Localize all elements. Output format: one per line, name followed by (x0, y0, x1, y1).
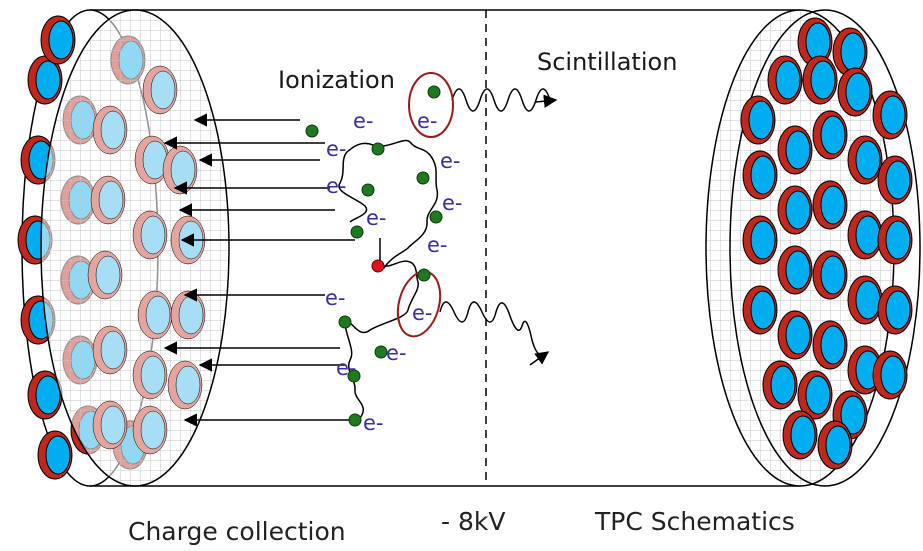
voltage-label: - 8kV (441, 507, 505, 536)
electron-dot (347, 369, 361, 383)
right-pmt-tube (762, 360, 798, 410)
left-pmt-tube (37, 430, 73, 480)
electron-dot (361, 183, 375, 197)
electron-label: e- (386, 341, 407, 365)
electron-label: e- (442, 191, 463, 215)
right-pmt-tube (877, 215, 913, 265)
scintillation-photon-upper (451, 88, 551, 112)
right-pmt-tube (872, 350, 908, 400)
electron-dot (374, 345, 388, 359)
right-pmt-tube (847, 135, 883, 185)
electron-label: e- (325, 286, 346, 310)
electron-label: e- (440, 149, 461, 173)
right-pmt-tube (802, 55, 838, 105)
left-faded-pmt-tube (142, 65, 178, 115)
right-pmt-tube (742, 215, 778, 265)
electron-label: e- (427, 233, 448, 257)
right-pmt-tube (812, 110, 848, 160)
left-faded-pmt-tube (162, 145, 198, 195)
scintillation-photon-lower-arrow (529, 351, 550, 366)
left-faded-pmt-tube (132, 210, 168, 260)
electron-dot (416, 171, 430, 185)
electron-dot (348, 413, 362, 427)
interaction-ellipse-upper (408, 72, 454, 138)
electron-dot (429, 210, 443, 224)
right-pmt-tube (832, 27, 868, 77)
electron-dot (338, 315, 352, 329)
right-pmt-tube (812, 180, 848, 230)
left-anode-grid (40, 9, 230, 487)
electron-dot (305, 124, 319, 138)
left-pmt-tube (27, 55, 63, 105)
right-pmt-array (729, 9, 921, 487)
ionization-label: Ionization (278, 66, 395, 94)
left-faded-pmt-tube (134, 135, 170, 185)
right-pmt-tube (812, 250, 848, 300)
right-pmt-tube (877, 155, 913, 205)
particle-track-upper (338, 139, 439, 270)
left-faded-pmt-tube (92, 325, 128, 375)
right-pmt-tube (742, 285, 778, 335)
left-pmt-tube (27, 370, 63, 420)
charge-collection-label: Charge collection (128, 517, 346, 546)
right-pmt-tube (777, 185, 813, 235)
left-faded-pmt-tube (92, 105, 128, 155)
left-faded-pmt-tube (132, 350, 168, 400)
drift-arrows (163, 113, 355, 427)
right-pmt-tube (847, 275, 883, 325)
right-pmt-tubes (740, 17, 913, 470)
left-faded-pmt-tube (137, 290, 173, 340)
right-pmt-tube (777, 310, 813, 360)
right-pmt-tube (812, 320, 848, 370)
right-pmt-tube (782, 410, 818, 460)
right-pmt-tube (777, 245, 813, 295)
right-pmt-tube (847, 210, 883, 260)
right-pmt-tube (742, 150, 778, 200)
left-pmt-tube (40, 15, 76, 65)
electron-label: e- (336, 356, 357, 380)
scintillation-photon-upper-arrow (535, 94, 558, 108)
electron-dots (305, 85, 443, 427)
electron-label: e- (326, 137, 347, 161)
electron-label: e- (417, 109, 438, 133)
electron-label: e- (363, 411, 384, 435)
right-pmt-tube (872, 90, 908, 140)
right-pmt-tube (837, 67, 873, 117)
left-faded-pmt-tube (170, 290, 206, 340)
electron-label: e- (412, 301, 433, 325)
left-faded-pmt-tube (132, 405, 168, 455)
electron-labels: e-e-e-e-e-e-e-e-e-e-e-e-e- (325, 109, 463, 435)
electron-dot (350, 225, 364, 239)
electron-dot (371, 142, 385, 156)
electron-label: e- (326, 174, 347, 198)
right-pmt-tube (877, 285, 913, 335)
left-faded-pmt-tube (87, 250, 123, 300)
scintillation-photon-lower (439, 301, 541, 355)
left-faded-pmt-tube (167, 360, 203, 410)
right-pmt-tube (740, 95, 776, 145)
right-pmt-tube (767, 55, 803, 105)
tpc-schematics-label: TPC Schematics (594, 507, 795, 536)
right-pmt-tube (817, 420, 853, 470)
electron-dot (417, 268, 431, 282)
electron-label: e- (366, 206, 387, 230)
left-faded-pmt-tube (90, 175, 126, 225)
left-faded-pmt-tube (92, 400, 128, 450)
electron-dot (427, 85, 441, 99)
right-pmt-tube (777, 125, 813, 175)
particle-track-lower (344, 260, 419, 419)
ion-dot (371, 259, 385, 273)
right-pmt-disk-outline (729, 9, 921, 487)
electron-label: e- (353, 109, 374, 133)
right-pmt-tube (797, 370, 833, 420)
scintillation-label: Scintillation (537, 48, 677, 76)
